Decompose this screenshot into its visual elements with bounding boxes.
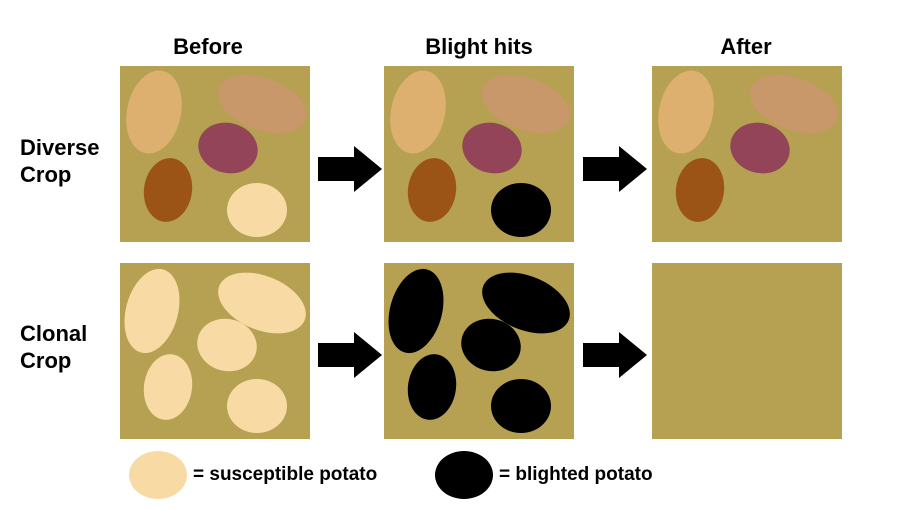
legend-susceptible-swatch xyxy=(129,451,187,499)
potato-brown xyxy=(675,158,725,222)
potato-purple xyxy=(730,122,790,174)
panel-diverse-after xyxy=(652,66,842,242)
panel-clonal-before xyxy=(120,263,310,439)
potato-blighted xyxy=(482,272,570,334)
potato-blighted xyxy=(491,183,551,237)
potato-pinkish-brown xyxy=(217,74,307,134)
potato-blighted xyxy=(388,268,444,354)
row-label-clonal: Clonal Crop xyxy=(20,320,87,374)
potato-pinkish-brown xyxy=(749,74,839,134)
potato-brown xyxy=(407,158,457,222)
column-title-after: After xyxy=(720,34,772,59)
arrow-right-icon xyxy=(583,146,647,192)
potato-susceptible xyxy=(197,318,257,372)
panel-clonal-blight xyxy=(384,263,574,439)
potato-blighted xyxy=(407,354,457,420)
potato-blighted xyxy=(491,379,551,433)
potato-purple xyxy=(198,122,258,174)
arrow-right-icon xyxy=(318,146,382,192)
potato-susceptible xyxy=(227,379,287,433)
arrow-right-icon xyxy=(318,332,382,378)
potato-susceptible xyxy=(124,268,180,354)
row-label-diverse-line1: Diverse xyxy=(20,135,100,160)
panel-clonal-after xyxy=(652,263,842,439)
potato-tan xyxy=(658,70,714,154)
potato-susceptible xyxy=(143,354,193,420)
panel-diverse-blight xyxy=(384,66,574,242)
potato-pinkish-brown xyxy=(481,74,571,134)
arrow-right-icon xyxy=(583,332,647,378)
potato-tan xyxy=(390,70,446,154)
panel-diverse-before xyxy=(120,66,310,242)
potato-susceptible xyxy=(218,272,306,334)
potato-purple xyxy=(462,122,522,174)
column-title-blight-hits: Blight hits xyxy=(425,34,533,59)
row-label-diverse: Diverse Crop xyxy=(20,134,100,188)
column-title-before: Before xyxy=(173,34,243,59)
potato-blighted xyxy=(461,318,521,372)
potato-brown xyxy=(143,158,193,222)
row-label-diverse-line2: Crop xyxy=(20,162,72,187)
potato-tan xyxy=(126,70,182,154)
legend-susceptible-label: = susceptible potato xyxy=(193,464,378,485)
row-label-clonal-line1: Clonal xyxy=(20,321,88,346)
legend-blighted-label: = blighted potato xyxy=(499,464,653,485)
potato-susceptible xyxy=(227,183,287,237)
row-label-clonal-line2: Crop xyxy=(20,348,72,373)
legend-blighted-swatch xyxy=(435,451,493,499)
